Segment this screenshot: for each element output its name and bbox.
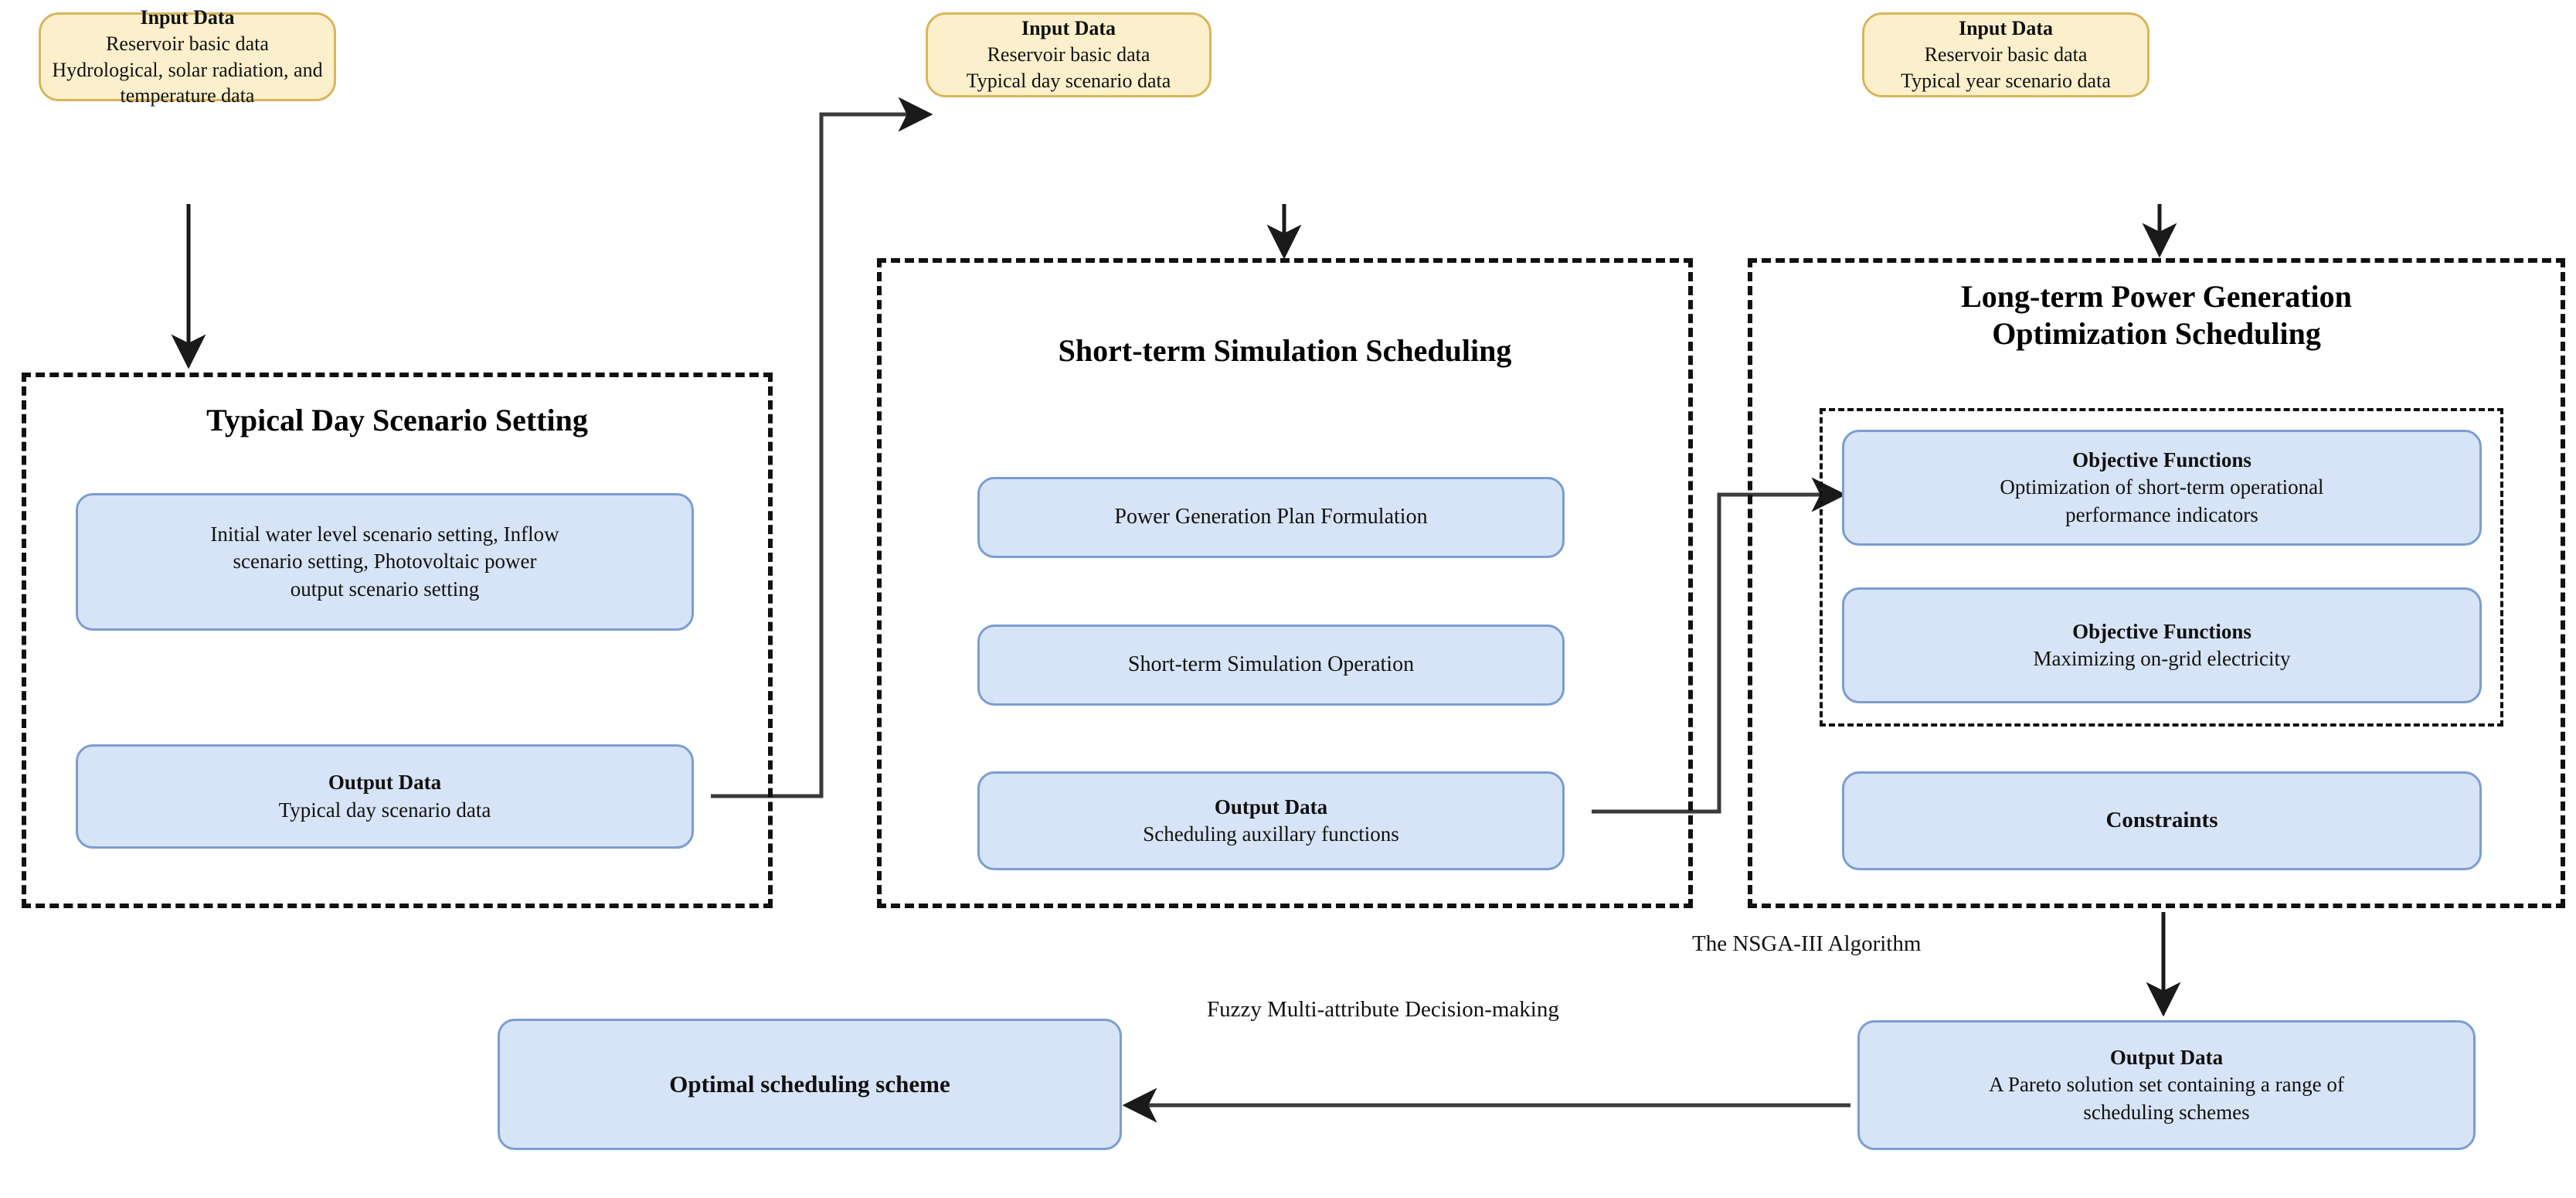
power-generation-plan-box[interactable]: Power Generation Plan Formulation	[977, 477, 1565, 558]
input-raw-line-1: Reservoir basic data	[106, 32, 269, 55]
group-long-term-power-generation	[1748, 258, 2565, 908]
group-title-long-term-line-2: Optimization Scheduling	[1992, 316, 2321, 351]
input-longterm-line-2: Typical year scenario data	[1901, 69, 2111, 92]
scenario-settings-line-3: output scenario setting	[290, 577, 480, 601]
output-pareto-line-2: scheduling schemes	[2083, 1100, 2250, 1124]
output-pareto-line-1: A Pareto solution set containing a range…	[1989, 1073, 2344, 1097]
input-data-box-raw[interactable]: Input Data Reservoir basic data Hydrolog…	[39, 6, 336, 107]
input-shortterm-title: Input Data	[1021, 17, 1116, 40]
group-title-long-term: Long-term Power Generation Optimization …	[1748, 278, 2565, 352]
objective-function-1-title: Objective Functions	[2072, 448, 2251, 472]
short-term-simulation-operation-box[interactable]: Short-term Simulation Operation	[977, 625, 1565, 706]
constraints-label: Constraints	[2105, 808, 2218, 833]
objective-functions-container	[1820, 408, 2503, 727]
optimal-scheduling-scheme-label: Optimal scheduling scheme	[669, 1070, 950, 1098]
nsga-iii-label: The NSGA-III Algorithm	[1692, 931, 1922, 956]
group-title-typical-day: Typical Day Scenario Setting	[206, 403, 588, 437]
objective-function-1-box[interactable]: Objective Functions Optimization of shor…	[1842, 430, 2482, 546]
input-raw-title: Input Data	[140, 5, 235, 29]
constraints-box[interactable]: Constraints	[1842, 771, 2482, 870]
group-typical-day-scenario-setting	[22, 373, 773, 908]
power-generation-plan-label: Power Generation Plan Formulation	[1114, 505, 1428, 529]
input-shortterm-line-2: Typical day scenario data	[966, 69, 1171, 92]
group-short-term-simulation-scheduling	[877, 258, 1693, 908]
output-pareto-title: Output Data	[2109, 1046, 2224, 1070]
output-auxillary-title: Output Data	[1214, 795, 1328, 819]
scenario-settings-line-1: Initial water level scenario setting, In…	[210, 522, 559, 546]
input-raw-line-2: Hydrological, solar radiation, and	[52, 58, 323, 81]
output-auxillary-line-1: Scheduling auxillary functions	[1143, 822, 1399, 846]
objective-function-1-line-2: performance indicators	[2065, 502, 2258, 526]
objective-function-2-line-1: Maximizing on-grid electricity	[2033, 647, 2291, 670]
output-typical-day-line-1: Typical day scenario data	[278, 798, 491, 822]
objective-function-2-title: Objective Functions	[2072, 619, 2251, 643]
group-title-short-term: Short-term Simulation Scheduling	[1058, 333, 1512, 368]
objective-function-1-line-1: Optimization of short-term operational	[2000, 475, 2324, 499]
output-typical-day-title: Output Data	[328, 771, 442, 795]
objective-function-2-box[interactable]: Objective Functions Maximizing on-grid e…	[1842, 587, 2482, 703]
fuzzy-mcdm-label: Fuzzy Multi-attribute Decision-making	[1207, 997, 1559, 1022]
input-data-box-long-term[interactable]: Input Data Reservoir basic data Typical …	[1862, 12, 2149, 97]
input-shortterm-line-1: Reservoir basic data	[987, 43, 1150, 66]
output-typical-day-box[interactable]: Output Data Typical day scenario data	[76, 744, 694, 849]
group-title-long-term-line-1: Long-term Power Generation	[1961, 279, 2352, 314]
optimal-scheduling-scheme-box[interactable]: Optimal scheduling scheme	[498, 1019, 1122, 1150]
input-longterm-title: Input Data	[1958, 17, 2054, 40]
input-data-box-short-term[interactable]: Input Data Reservoir basic data Typical …	[926, 12, 1212, 97]
input-longterm-line-1: Reservoir basic data	[1924, 43, 2088, 66]
short-term-simulation-operation-label: Short-term Simulation Operation	[1127, 652, 1415, 677]
scenario-settings-box[interactable]: Initial water level scenario setting, In…	[76, 493, 694, 631]
input-raw-line-3: temperature data	[120, 84, 255, 107]
output-pareto-box[interactable]: Output Data A Pareto solution set contai…	[1857, 1020, 2476, 1150]
scenario-settings-line-2: scenario setting, Photovoltaic power	[233, 550, 537, 573]
output-scheduling-auxillary-box[interactable]: Output Data Scheduling auxillary functio…	[977, 771, 1565, 870]
